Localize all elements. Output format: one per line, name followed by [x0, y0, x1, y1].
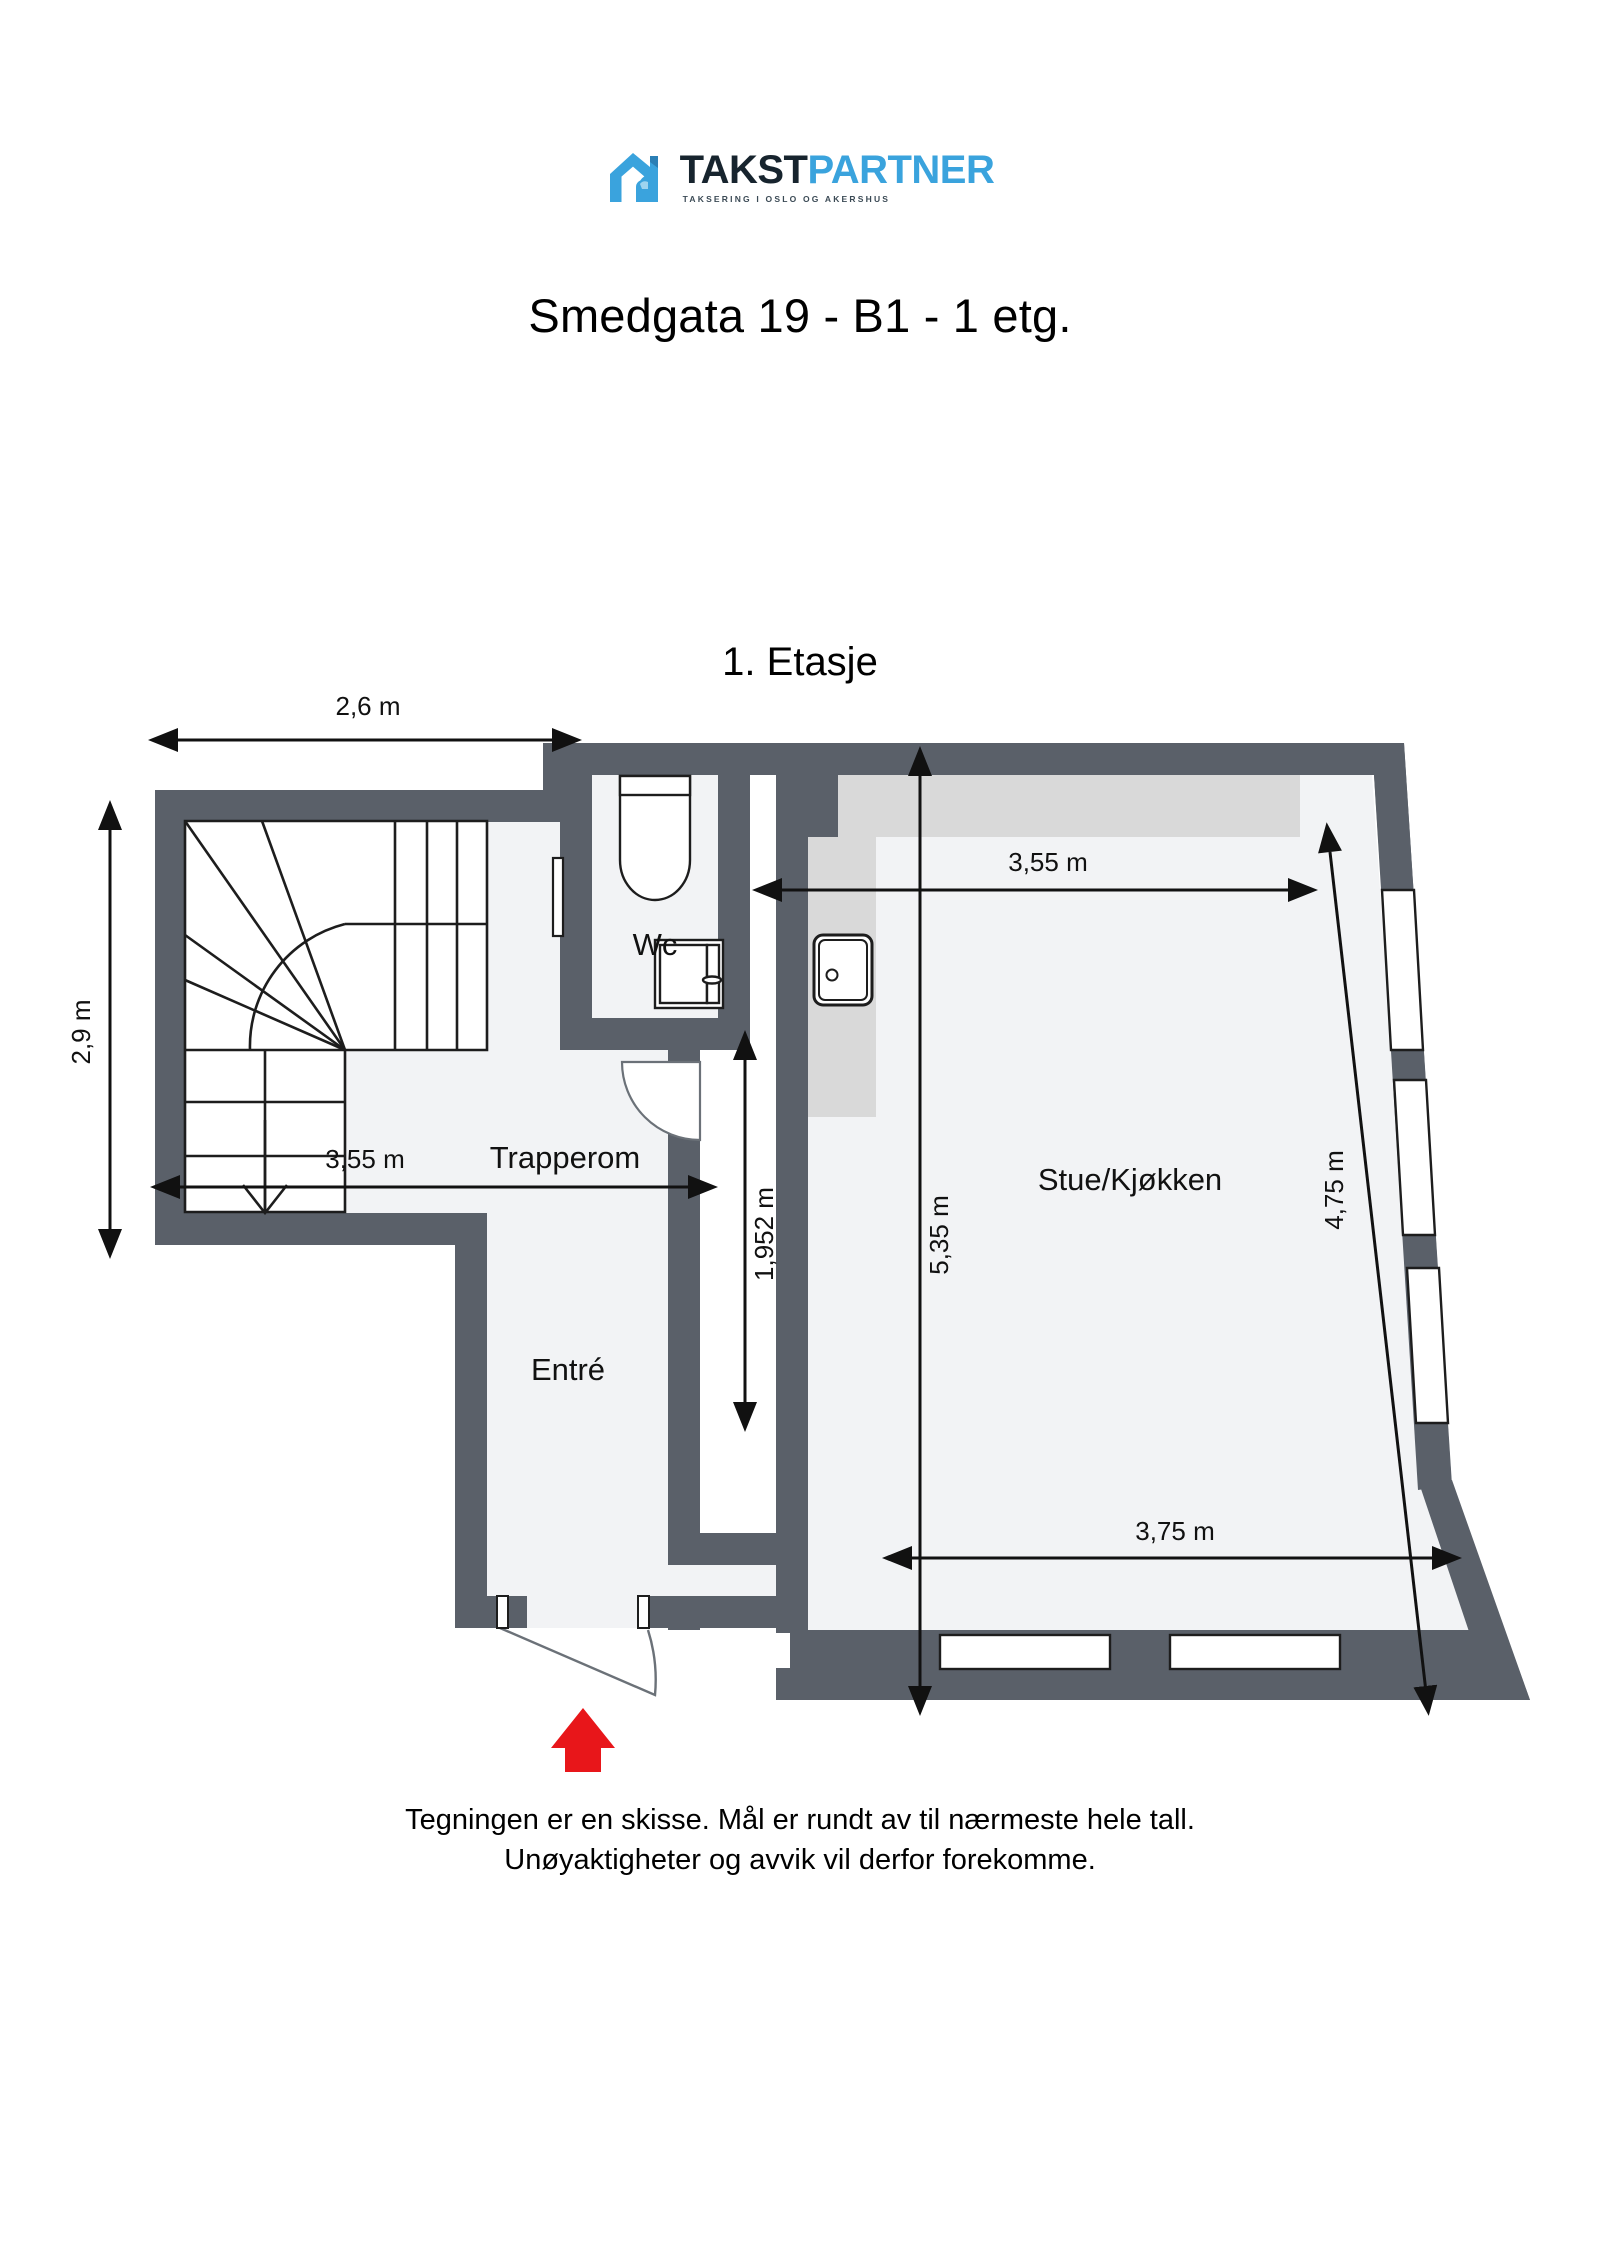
room-label-stue-kjokken: Stue/Kjøkken [1038, 1162, 1222, 1197]
brand-logo: TAKSTPARTNER TAKSERING I OSLO OG AKERSHU… [0, 148, 1600, 206]
window-icon [938, 1633, 1112, 1671]
house-logo-icon [609, 153, 658, 202]
corridor-door-icon [620, 1060, 702, 1142]
dim-top-left: 2,6 m [148, 691, 582, 752]
disclaimer-line-1: Tegningen er en skisse. Mål er rundt av … [405, 1804, 1195, 1836]
room-label-entre: Entré [531, 1352, 605, 1387]
entrance-door-icon [496, 1595, 657, 1697]
window-icon [1168, 1633, 1342, 1671]
brand-logo-inner: TAKSTPARTNER TAKSERING I OSLO OG AKERSHU… [606, 148, 995, 206]
floor-plan: 2,6 m 2,9 m 3,55 m Trapperom Wc 3,55 m 5… [0, 690, 1600, 1780]
dim-top-left-label: 2,6 m [335, 691, 400, 721]
room-label-trapperom: Trapperom [490, 1140, 640, 1175]
dim-kitchen-width: 3,55 m [752, 847, 1318, 902]
dim-door-gap-label: 1,952 m [749, 1187, 779, 1281]
dim-door-gap: 1,952 m [733, 1030, 779, 1432]
brand-wordmark-part1: TAKST [679, 148, 808, 193]
dim-kitchen-height-label: 5,35 m [924, 1195, 954, 1275]
brand-wordmark-group: TAKSTPARTNER TAKSERING I OSLO OG AKERSHU… [680, 150, 995, 204]
dim-kitchen-width-label: 3,55 m [1008, 847, 1088, 877]
dim-kitchen-height: 5,35 m [908, 746, 954, 1716]
disclaimer: Tegningen er en skisse. Mål er rundt av … [0, 1800, 1600, 1880]
kitchen-counter-clean [808, 775, 1300, 1117]
dim-left-vertical-label: 2,9 m [66, 999, 96, 1064]
disclaimer-line-2: Unøyaktigheter og avvik vil derfor forek… [504, 1844, 1096, 1877]
dim-trapperom-width: 3,55 m [150, 1144, 718, 1199]
brand-wordmark-part2: PARTNER [807, 148, 995, 193]
page-title: Smedgata 19 - B1 - 1 etg. [528, 289, 1072, 342]
floor-plan-svg: 2,6 m 2,9 m 3,55 m Trapperom Wc 3,55 m 5… [66, 691, 1530, 1772]
toilet-icon [618, 774, 692, 902]
sink-vanity-icon [653, 938, 725, 1010]
entry-arrow-marker-icon [551, 1708, 615, 1772]
dim-right-slant-label: 4,75 m [1319, 1150, 1349, 1230]
floor-label: 1. Etasje [722, 640, 878, 684]
room-floor-entre [487, 1245, 776, 1628]
dim-trapperom-width-label: 3,55 m [325, 1144, 405, 1174]
staircase-icon [183, 819, 489, 1214]
dim-kitchen-bottom: 3,75 m [882, 1516, 1462, 1570]
room-label-wc: Wc [633, 927, 678, 962]
wc-door-icon [551, 856, 565, 938]
dim-kitchen-bottom-label: 3,75 m [1135, 1516, 1215, 1546]
kitchen-sink-icon [812, 933, 874, 1007]
dim-left-vertical: 2,9 m [66, 800, 122, 1259]
brand-tagline: TAKSERING I OSLO OG AKERSHUS [682, 194, 891, 205]
brand-wordmark: TAKSTPARTNER [680, 150, 995, 190]
